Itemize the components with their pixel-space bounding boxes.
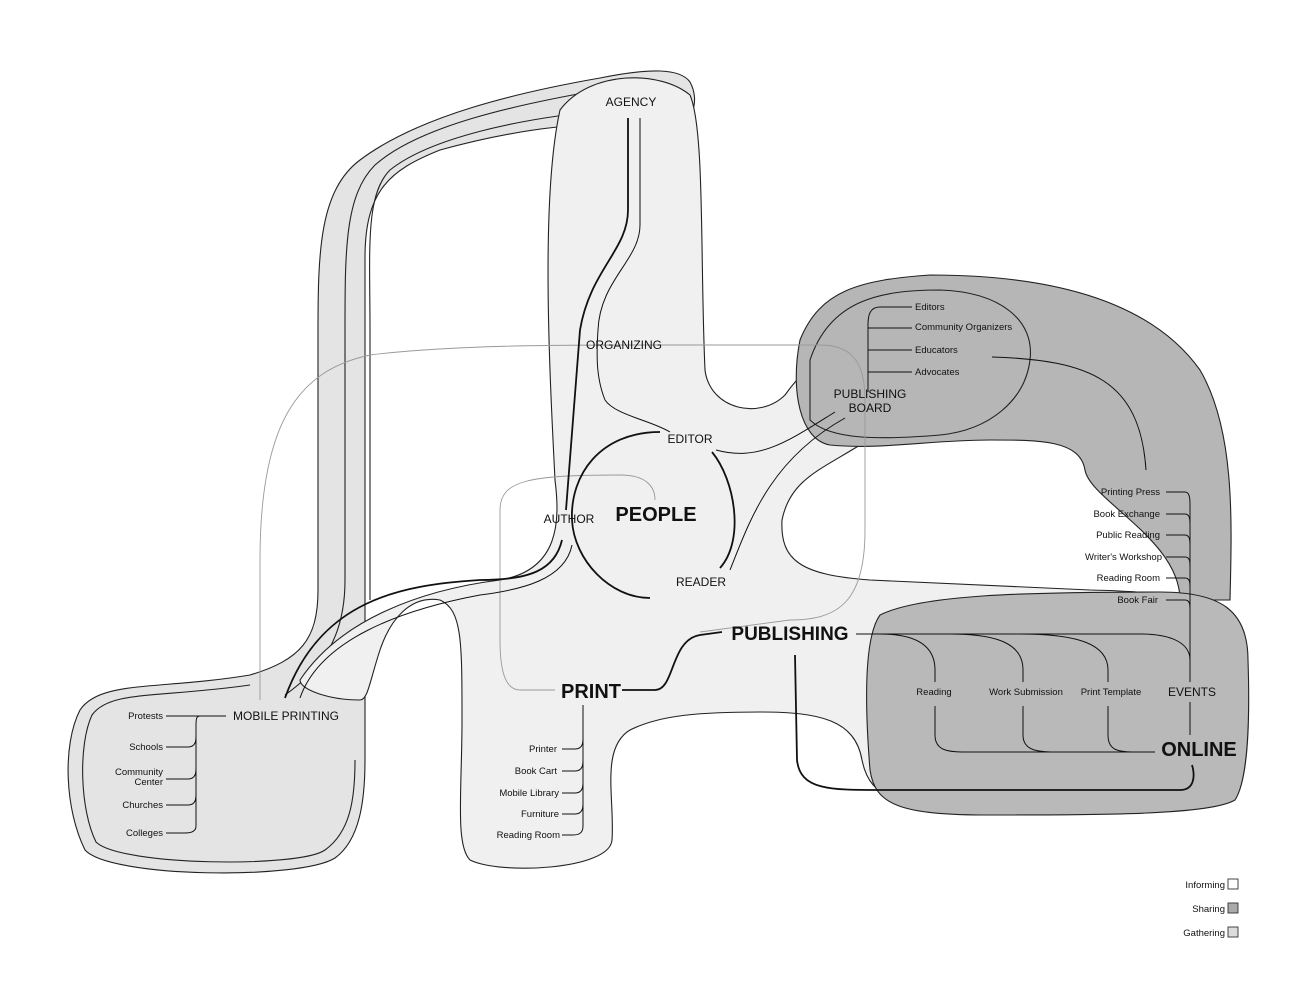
people-circle-arc-left [571, 431, 661, 599]
agency-inner-tube-b [369, 109, 611, 600]
list-item: Schools [129, 742, 163, 753]
sharing-region-online [866, 591, 1250, 816]
editor-board-link [715, 411, 836, 454]
legend-swatch-informing [1227, 878, 1239, 890]
list-item: Writer's Workshop [1085, 552, 1162, 563]
legend-label-gathering: Gathering [1183, 928, 1225, 939]
online-tree [879, 633, 1155, 753]
list-item: Book Fair [1117, 595, 1158, 606]
legend-label-informing: Informing [1185, 880, 1225, 891]
legend-swatch-sharing [1227, 902, 1239, 914]
board-tree [867, 306, 912, 392]
reader-label: READER [676, 575, 726, 589]
print-publishing-link [622, 631, 723, 691]
agency-inner-tube-a [284, 89, 601, 696]
list-item: Print Template [1081, 687, 1142, 698]
list-item: Center [134, 777, 163, 788]
list-item: Mobile Library [499, 788, 559, 799]
list-item: Printer [529, 744, 557, 755]
organizing-outer-loop [259, 344, 866, 700]
list-item: Educators [915, 345, 958, 356]
people-circle-arc-right [711, 451, 736, 569]
list-item: Work Submission [989, 687, 1063, 698]
educators-events-link [991, 356, 1147, 471]
author-label: AUTHOR [544, 512, 595, 526]
list-item: Reading [916, 687, 951, 698]
list-item: Editors [915, 302, 945, 313]
mobile-printing-inner-border [82, 684, 356, 863]
list-item: Advocates [915, 367, 960, 378]
legend: Informing Sharing Gathering [1183, 878, 1239, 939]
reader-board-link [729, 417, 846, 571]
list-item: Furniture [521, 809, 559, 820]
list-item: Colleges [126, 828, 163, 839]
events-label: EVENTS [1168, 685, 1216, 699]
mobile-printing-label: MOBILE PRINTING [233, 709, 339, 723]
mobile-printing-tree [166, 715, 226, 834]
list-item: Reading Room [1097, 573, 1160, 584]
author-print-loop [499, 474, 656, 691]
print-hub-label: PRINT [561, 681, 621, 703]
legend-swatch-gathering [1227, 926, 1239, 938]
agency-author-link-1 [565, 118, 629, 511]
list-item: Community Organizers [915, 322, 1012, 333]
online-hub-label: ONLINE [1161, 739, 1237, 761]
editor-label: EDITOR [667, 432, 712, 446]
publishing-board-label-line1: PUBLISHING [834, 387, 907, 401]
print-tree [562, 705, 584, 836]
organizing-label: ORGANIZING [586, 338, 662, 352]
publishing-online-link [794, 654, 1195, 791]
legend-label-sharing: Sharing [1192, 904, 1225, 915]
list-item: Churches [122, 800, 163, 811]
list-item: Book Cart [515, 766, 558, 777]
publishing-board-label-line2: BOARD [849, 401, 892, 415]
list-item: Book Exchange [1093, 509, 1160, 520]
list-item: Printing Press [1101, 487, 1160, 498]
list-item: Reading Room [497, 830, 560, 841]
sharing-region-board-events [795, 274, 1232, 601]
agency-label: AGENCY [606, 95, 657, 109]
publishing-hub-label: PUBLISHING [731, 624, 848, 645]
list-item: Protests [128, 711, 163, 722]
author-mobile-printing-link [284, 539, 563, 699]
agency-author-link-2 [596, 118, 671, 433]
list-item: Public Reading [1096, 530, 1160, 541]
people-hub-label: PEOPLE [615, 504, 696, 526]
author-mobile-printing-link-2 [299, 544, 573, 699]
list-item: Community [115, 767, 163, 778]
events-tree [1166, 491, 1191, 682]
gathering-region-mobile-printing [67, 70, 696, 874]
